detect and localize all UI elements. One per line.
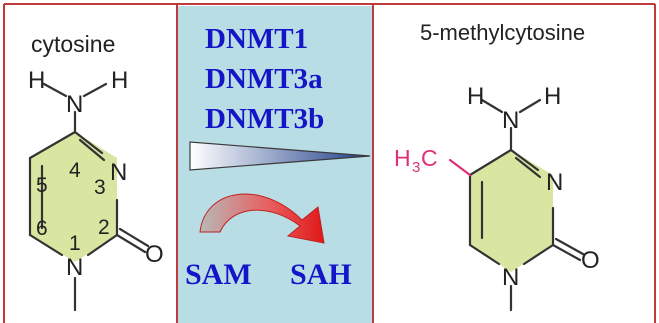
methyl-subscript: 3 [412,159,420,176]
reaction-wedge-arrow [189,141,371,171]
methylcytosine-h-left: H [467,83,484,110]
ring-number-2: 2 [98,216,110,239]
cytosine-title: cytosine [31,31,115,57]
methyl-group-label: H 3 C [394,145,438,176]
enzyme-dnmt3a: DNMT3a [205,63,323,95]
cofactor-curved-arrow [199,193,325,244]
methylcytosine-h-right: H [544,83,561,110]
methylcytosine-n3: N [546,169,563,196]
enzyme-dnmt1: DNMT1 [205,23,308,55]
methylcytosine-structure: H H N N N O H 3 C [394,83,600,312]
cytosine-amino-n: N [66,91,83,118]
panel-frame [3,3,656,323]
enzyme-dnmt3b: DNMT3b [205,103,324,135]
ring-number-4: 4 [69,159,81,182]
cytosine-n1: N [66,254,83,281]
cofactor-sah: SAH [290,258,352,291]
cytosine-h-left: H [28,67,45,94]
cytosine-h-right: H [111,67,128,94]
cytosine-o: O [145,241,164,268]
methylcytosine-n1: N [502,264,519,291]
ring-number-3: 3 [94,176,106,199]
ring-number-1: 1 [69,232,81,255]
cytosine-ring [30,132,117,262]
methylcytosine-amino-n: N [502,107,519,134]
ring-number-6: 6 [36,217,48,240]
methylcytosine-ring [470,150,553,272]
methylcytosine-title: 5-methylcytosine [420,20,585,45]
cytosine-n3: N [110,159,127,186]
methyl-c: C [421,145,438,171]
cytosine-structure: H H N N N O 1 2 3 4 5 6 [28,67,164,312]
methyl-bond [448,158,472,177]
methyl-h: H [394,145,411,171]
ring-number-5: 5 [36,174,48,197]
methylcytosine-o: O [581,247,600,274]
cofactor-sam: SAM [185,258,252,291]
